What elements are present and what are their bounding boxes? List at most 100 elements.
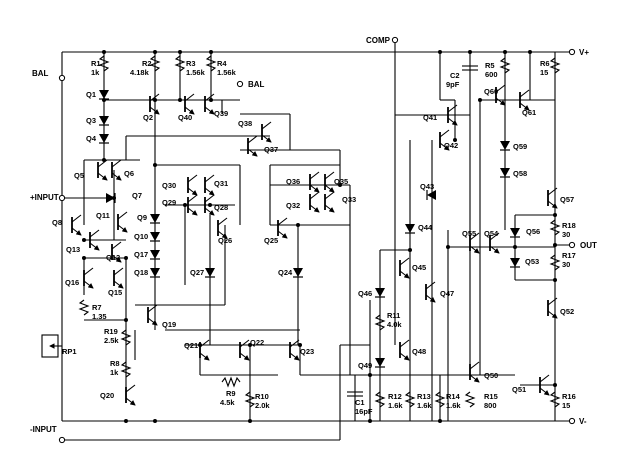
q37-label: Q37 bbox=[264, 145, 278, 154]
q5-label: Q5 bbox=[74, 171, 84, 180]
q20-symbol bbox=[126, 385, 135, 405]
diode-symbols bbox=[98, 89, 521, 368]
q44-diode bbox=[404, 223, 416, 234]
r2-name: R2 bbox=[142, 59, 152, 68]
q47-label: Q47 bbox=[440, 289, 454, 298]
q1-label: Q1 bbox=[86, 90, 96, 99]
q38-symbol bbox=[262, 122, 271, 142]
q57-symbol bbox=[548, 188, 557, 208]
q23-label: Q23 bbox=[300, 347, 314, 356]
r15-symbol bbox=[464, 391, 476, 408]
q59-label: Q59 bbox=[513, 142, 527, 151]
q54-label: Q54 bbox=[484, 229, 499, 238]
q6-label: Q6 bbox=[124, 169, 134, 178]
vminus-label: V- bbox=[579, 417, 587, 426]
q5-symbol bbox=[98, 160, 107, 180]
q4-label: Q4 bbox=[86, 134, 97, 143]
wiring bbox=[61, 40, 572, 441]
r18-value: 30 bbox=[562, 230, 570, 239]
q15-symbol bbox=[114, 268, 123, 288]
q49-label: Q49 bbox=[358, 361, 372, 370]
q28-label: Q28 bbox=[214, 203, 228, 212]
r9-symbol bbox=[221, 376, 241, 388]
r9-value: 4.5k bbox=[220, 398, 235, 407]
bal-right-terminal bbox=[236, 80, 244, 88]
q60-label: Q60 bbox=[484, 87, 498, 96]
r7-symbol bbox=[78, 299, 90, 316]
q33-symbol bbox=[325, 192, 334, 212]
out-terminal bbox=[568, 241, 576, 249]
q36-label: Q36 bbox=[286, 177, 300, 186]
r18-name: R18 bbox=[562, 221, 576, 230]
r12-name: R12 bbox=[388, 392, 402, 401]
q3-diode bbox=[98, 115, 110, 126]
q26-symbol bbox=[218, 218, 227, 238]
q38-label: Q38 bbox=[238, 119, 252, 128]
r13-value: 1.6k bbox=[417, 401, 432, 410]
q17-diode bbox=[149, 249, 161, 260]
q10-diode bbox=[149, 231, 161, 242]
c2-name: C2 bbox=[450, 71, 460, 80]
r17-name: R17 bbox=[562, 251, 576, 260]
rp1-potentiometer bbox=[41, 334, 62, 358]
q50-label: Q50 bbox=[484, 371, 498, 380]
r16-name: R16 bbox=[562, 392, 576, 401]
rp1-name: RP1 bbox=[62, 347, 77, 356]
q15-label: Q15 bbox=[108, 288, 122, 297]
q51-label: Q51 bbox=[512, 385, 526, 394]
capacitor-labels: C2 9pF C1 16pF RP1 bbox=[62, 71, 460, 416]
q8-label: Q8 bbox=[52, 218, 62, 227]
r16-symbol bbox=[549, 391, 561, 408]
r7-value: 1.35 bbox=[92, 312, 107, 321]
r4-value: 1.56k bbox=[217, 68, 237, 77]
r11-value: 4.0k bbox=[387, 320, 402, 329]
q41-label: Q41 bbox=[423, 113, 437, 122]
input-plus-label: +INPUT bbox=[30, 193, 59, 202]
q9-label: Q9 bbox=[137, 213, 147, 222]
q55-label: Q55 bbox=[462, 229, 476, 238]
r8-symbol bbox=[120, 361, 132, 378]
q2-label: Q2 bbox=[143, 113, 153, 122]
r3-value: 1.56k bbox=[186, 68, 206, 77]
r2-value: 4.18k bbox=[130, 68, 150, 77]
r4-name: R4 bbox=[217, 59, 227, 68]
q4-diode bbox=[98, 133, 110, 144]
q50-symbol bbox=[470, 362, 479, 382]
q8-symbol bbox=[72, 215, 81, 235]
r8-value: 1k bbox=[110, 368, 119, 377]
q48-label: Q48 bbox=[412, 347, 426, 356]
input-plus-terminal bbox=[58, 194, 66, 202]
r18-symbol bbox=[549, 219, 561, 236]
q16-symbol bbox=[84, 268, 93, 288]
vminus-terminal bbox=[568, 417, 576, 425]
pin-terminals bbox=[58, 36, 576, 444]
c1-name: C1 bbox=[355, 398, 365, 407]
r19-name: R19 bbox=[104, 327, 118, 336]
r7-name: R7 bbox=[92, 303, 102, 312]
r9-name: R9 bbox=[226, 389, 236, 398]
q11-symbol bbox=[118, 212, 127, 232]
r13-symbol bbox=[404, 391, 416, 408]
q53-label: Q53 bbox=[525, 257, 539, 266]
q24-label: Q24 bbox=[278, 268, 293, 277]
resistor-symbols bbox=[78, 55, 561, 408]
q42-label: Q42 bbox=[444, 141, 458, 150]
q18-diode bbox=[149, 267, 161, 278]
r5-symbol bbox=[499, 57, 511, 74]
q12-label: Q12 bbox=[106, 253, 120, 262]
pin-labels: COMP V+ V- BAL BAL +INPUT -INPUT OUT bbox=[30, 36, 597, 434]
q10-label: Q10 bbox=[134, 232, 148, 241]
q35-label: Q35 bbox=[334, 177, 348, 186]
q58-diode bbox=[499, 167, 511, 178]
r15-name: R15 bbox=[484, 392, 498, 401]
r11-symbol bbox=[374, 314, 386, 331]
r6-value: 15 bbox=[540, 68, 548, 77]
q58-label: Q58 bbox=[513, 169, 527, 178]
q16-label: Q16 bbox=[65, 278, 79, 287]
q24-diode bbox=[292, 267, 304, 278]
q40-label: Q40 bbox=[178, 113, 192, 122]
r12-value: 1.6k bbox=[388, 401, 403, 410]
q19-symbol bbox=[148, 305, 157, 325]
q22-label: Q22 bbox=[250, 338, 264, 347]
q46-label: Q46 bbox=[358, 289, 372, 298]
